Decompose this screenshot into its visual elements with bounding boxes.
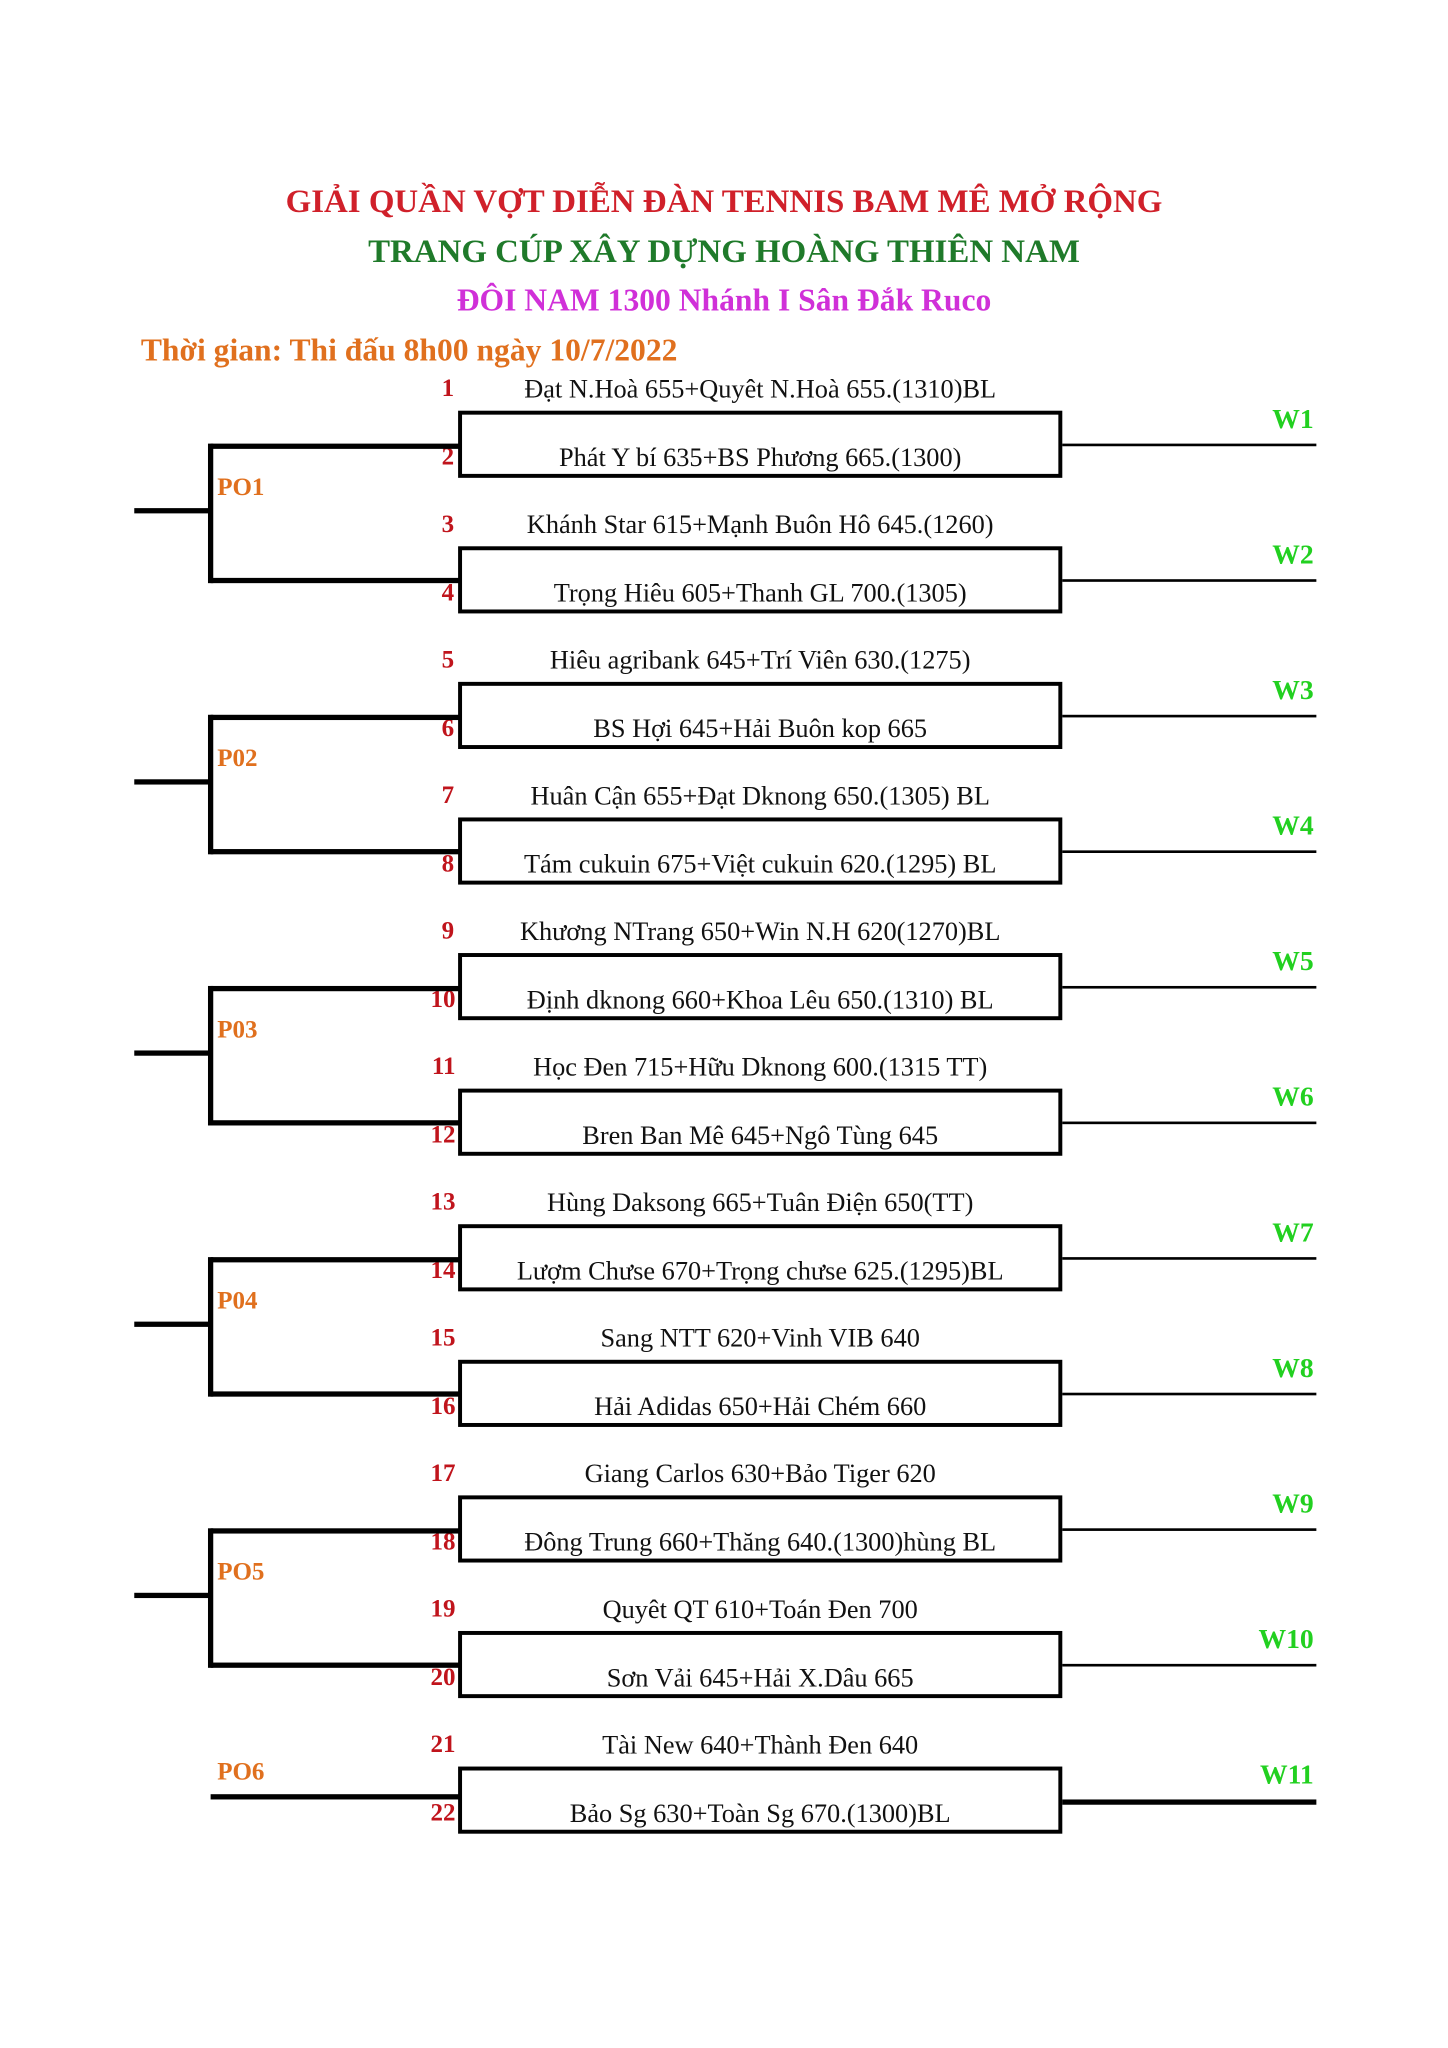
team-name: Lượm Chưse 670+Trọng chưse 625.(1295)BL [516, 1256, 1004, 1286]
winner-line [1062, 714, 1317, 718]
winner-line [1062, 1799, 1317, 1805]
seed-number: 19 [430, 1595, 456, 1624]
group-label-p04: P04 [217, 1287, 258, 1316]
bracket-bottom-line [210, 1662, 461, 1668]
bracket-stub-line [134, 1050, 211, 1056]
team-name: Khương NTrang 650+Win N.H 620(1270)BL [519, 917, 1001, 947]
seed-number: 13 [430, 1188, 456, 1217]
bracket-stub-line [134, 1321, 211, 1327]
bracket-vertical-line [207, 1528, 214, 1668]
bracket-stub-line [134, 779, 211, 785]
winner-label-w6: W6 [1272, 1080, 1314, 1113]
team-name: Sang NTT 620+Vinh VIB 640 [600, 1324, 920, 1354]
winner-label-w5: W5 [1272, 945, 1314, 977]
team-name: Tám cukuin 675+Việt cukuin 620.(1295) BL [523, 849, 997, 879]
winner-line [1062, 1392, 1317, 1396]
team-name: Đông Trung 660+Thăng 640.(1300)hùng BL [524, 1527, 997, 1557]
team-name: Học Đen 715+Hữu Dknong 600.(1315 TT) [533, 1053, 988, 1083]
winner-line [1062, 1663, 1317, 1667]
winner-line [1062, 1121, 1317, 1125]
bracket-top-line [210, 985, 461, 992]
seed-number: 5 [441, 646, 455, 674]
team-name: Sơn Vải 645+Hải X.Dâu 665 [606, 1663, 914, 1693]
winner-label-w10: W10 [1258, 1623, 1314, 1655]
winner-line [1062, 579, 1317, 582]
team-name: Tài New 640+Thành Đen 640 [602, 1731, 919, 1760]
winner-label-w4: W4 [1272, 809, 1314, 842]
seed-number: 15 [430, 1324, 456, 1352]
winner-line [1062, 1528, 1317, 1531]
bracket-top-line [210, 714, 461, 721]
bracket-bottom-line [210, 577, 461, 584]
bracket-line [210, 1794, 461, 1800]
seed-number: 7 [441, 781, 455, 810]
seed-number: 17 [430, 1459, 456, 1488]
winner-label-w11: W11 [1259, 1758, 1314, 1791]
tournament-title: GIẢI QUẦN VỢT DIỄN ĐÀN TENNIS BAM MÊ MỞ … [285, 184, 1163, 220]
team-name: Hải Adidas 650+Hải Chém 660 [594, 1392, 927, 1422]
bracket-stub-line [134, 508, 211, 514]
group-label-po1: PO1 [217, 473, 265, 502]
bracket-vertical-line [207, 443, 214, 584]
winner-line [1062, 985, 1317, 989]
team-name: Phát Y bí 635+BS Phương 665.(1300) [559, 442, 962, 472]
team-name: Đạt N.Hoà 655+Quyêt N.Hoà 655.(1310)BL [524, 375, 997, 405]
seed-number: 4 [441, 578, 455, 607]
bracket-top-line [210, 1257, 461, 1263]
seed-number: 3 [441, 510, 455, 539]
match-box [458, 1766, 1063, 1834]
team-name: BS Hợi 645+Hải Buôn kop 665 [593, 714, 928, 744]
bracket-vertical-line [207, 985, 214, 1126]
team-name: Hiêu agribank 645+Trí Viên 630.(1275) [549, 646, 971, 676]
schedule-text: Thời gian: Thi đấu 8h00 ngày 10/7/2022 [140, 334, 678, 369]
winner-line [1062, 850, 1317, 854]
team-name: Khánh Star 615+Mạnh Buôn Hô 645.(1260) [526, 510, 994, 540]
group-label-p02: P02 [217, 745, 258, 773]
winner-line [1062, 443, 1317, 447]
seed-number: 21 [430, 1731, 456, 1759]
winner-label-w1: W1 [1272, 402, 1314, 435]
bracket-top-line [210, 1528, 461, 1534]
winner-label-w3: W3 [1272, 673, 1314, 706]
team-name: Hùng Daksong 665+Tuân Điện 650(TT) [547, 1188, 974, 1218]
team-name: Giang Carlos 630+Bảo Tiger 620 [584, 1459, 936, 1489]
group-label-po6: PO6 [217, 1758, 265, 1787]
seed-number: 20 [430, 1663, 456, 1691]
team-name: Bảo Sg 630+Toàn Sg 670.(1300)BL [569, 1798, 951, 1828]
category-title: ĐÔI NAM 1300 Nhánh I Sân Đắk Ruco [456, 284, 992, 319]
bracket-bottom-line [210, 1391, 461, 1397]
seed-number: 9 [441, 917, 455, 946]
bracket-top-line [210, 443, 461, 449]
winner-label-w2: W2 [1272, 538, 1314, 570]
seed-number: 6 [441, 714, 455, 742]
bracket-bottom-line [210, 849, 461, 855]
seed-number: 1 [441, 375, 455, 403]
seed-number: 22 [430, 1798, 456, 1827]
winner-label-w8: W8 [1272, 1351, 1314, 1384]
sponsor-title: TRANG CÚP XÂY DỰNG HOÀNG THIÊN NAM [368, 234, 1080, 270]
bracket-bottom-line [210, 1120, 461, 1126]
bracket-stub-line [134, 1592, 211, 1599]
bracket-vertical-line [207, 714, 214, 855]
seed-number: 8 [441, 849, 455, 878]
winner-line [1062, 1257, 1317, 1260]
team-name: Trọng Hiêu 605+Thanh GL 700.(1305) [553, 578, 967, 608]
winner-label-w7: W7 [1272, 1216, 1314, 1248]
team-name: Định dknong 660+Khoa Lêu 650.(1310) BL [526, 985, 994, 1015]
seed-number: 2 [441, 442, 455, 471]
team-name: Bren Ban Mê 645+Ngô Tùng 645 [582, 1120, 939, 1150]
seed-number: 11 [431, 1053, 456, 1081]
winner-label-w9: W9 [1272, 1487, 1314, 1520]
team-name: Quyêt QT 610+Toán Đen 700 [602, 1595, 918, 1625]
team-name: Huân Cận 655+Đạt Dknong 650.(1305) BL [530, 781, 990, 811]
group-label-p03: P03 [217, 1016, 258, 1044]
group-label-po5: PO5 [217, 1558, 265, 1587]
bracket-vertical-line [207, 1257, 214, 1397]
